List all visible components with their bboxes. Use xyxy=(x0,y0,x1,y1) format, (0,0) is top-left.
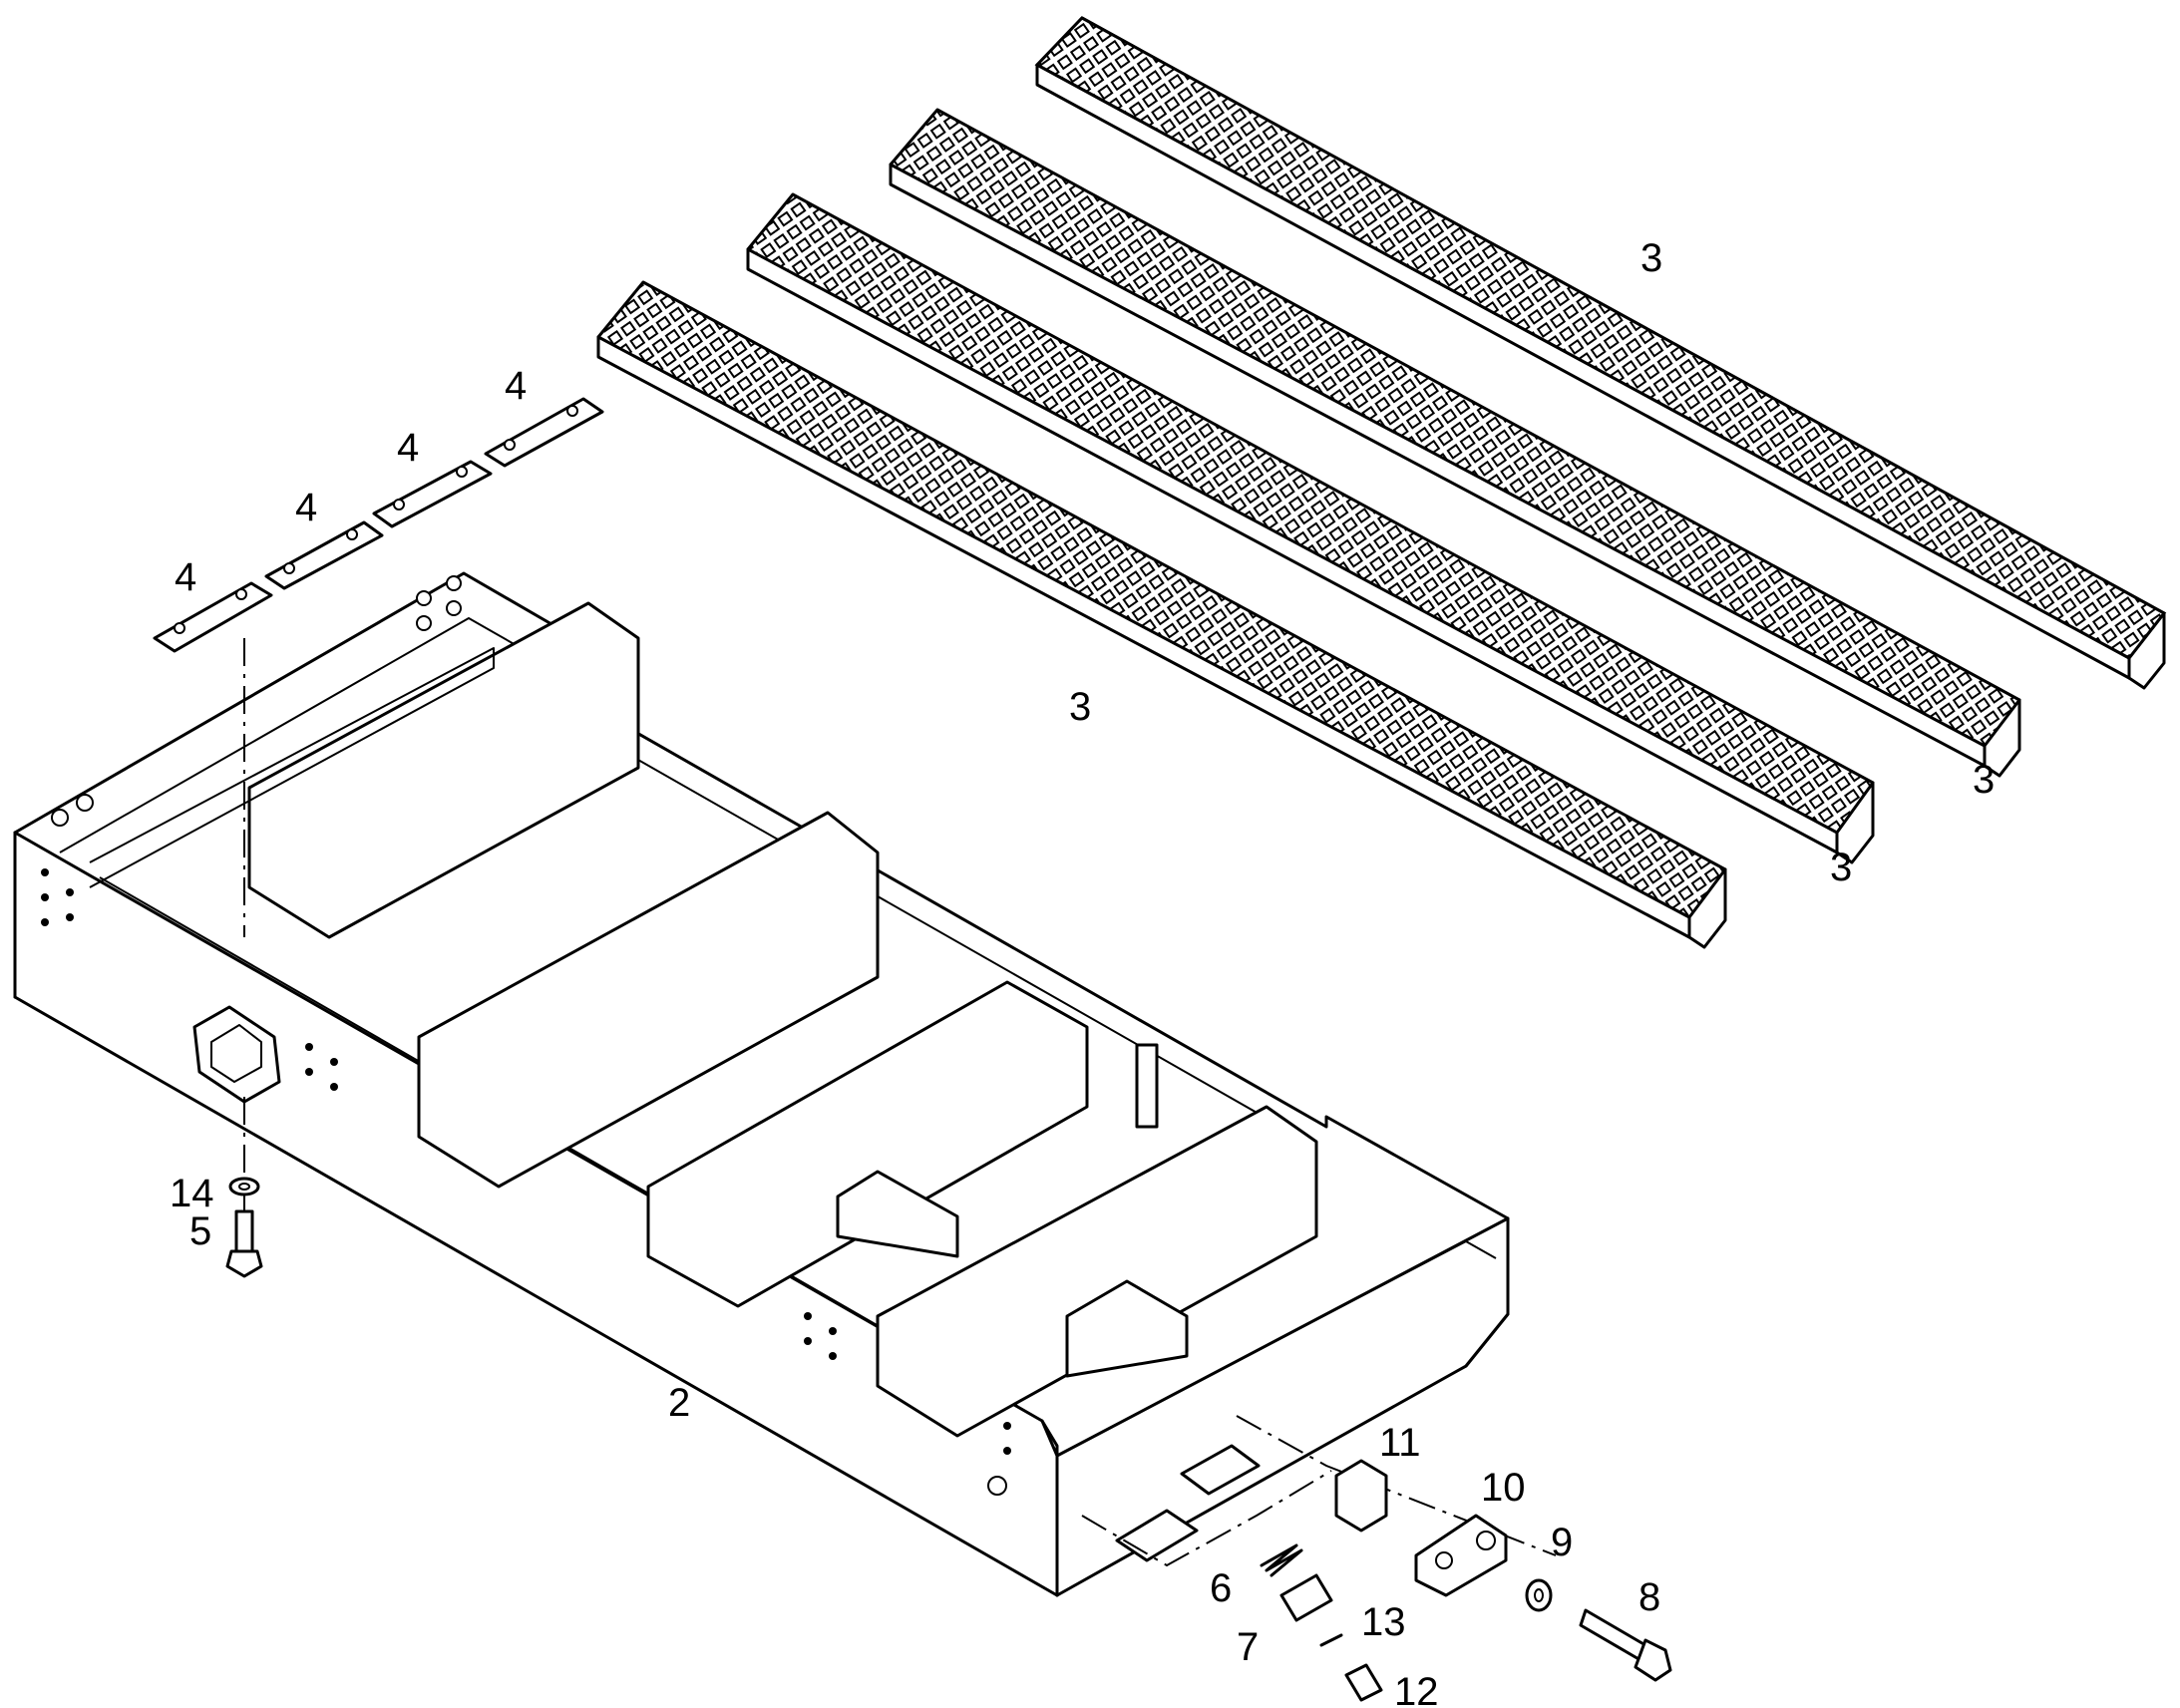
leader-right xyxy=(1081,1470,1332,1567)
grating-plank-3 xyxy=(746,192,1875,864)
callout-11: 11 xyxy=(1379,1421,1421,1465)
callout-6: 6 xyxy=(1210,1566,1232,1610)
callout-3a: 3 xyxy=(1640,236,1662,280)
bolt-8 xyxy=(1579,1608,1672,1682)
callout-12: 12 xyxy=(1394,1670,1439,1708)
bracket-10 xyxy=(1414,1514,1508,1597)
plate-4-d xyxy=(484,397,604,468)
callout-4a: 4 xyxy=(175,555,196,599)
clip-13 xyxy=(1319,1633,1343,1647)
grating-plank-4 xyxy=(596,280,1727,949)
block-11 xyxy=(1334,1459,1388,1533)
callout-3d: 3 xyxy=(1830,846,1852,889)
screw-12 xyxy=(1344,1663,1383,1702)
callout-3c: 3 xyxy=(1973,758,1995,802)
callout-3b: 3 xyxy=(1069,685,1091,729)
spring-6 xyxy=(1260,1543,1303,1577)
grating-plank-2 xyxy=(889,108,2021,778)
callout-4c: 4 xyxy=(397,426,419,470)
callout-5: 5 xyxy=(189,1209,211,1253)
callout-4b: 4 xyxy=(295,486,317,529)
grating-plank-1 xyxy=(1034,16,2167,690)
callout-2: 2 xyxy=(668,1381,690,1425)
washer-9 xyxy=(1525,1578,1553,1612)
callout-4d: 4 xyxy=(505,364,527,408)
washer-14 xyxy=(228,1177,260,1196)
plate-4-b xyxy=(264,520,384,590)
bolt-5 xyxy=(225,1209,263,1278)
callout-10: 10 xyxy=(1481,1466,1526,1510)
plate-4-c xyxy=(372,460,493,528)
callout-13: 13 xyxy=(1361,1600,1406,1644)
callout-8: 8 xyxy=(1638,1575,1660,1619)
frame xyxy=(13,571,1510,1597)
callout-9: 9 xyxy=(1551,1521,1573,1564)
callout-7: 7 xyxy=(1237,1625,1259,1669)
plate-4-a xyxy=(153,581,273,653)
pin-7 xyxy=(1279,1573,1333,1622)
callout-14: 14 xyxy=(170,1172,214,1215)
